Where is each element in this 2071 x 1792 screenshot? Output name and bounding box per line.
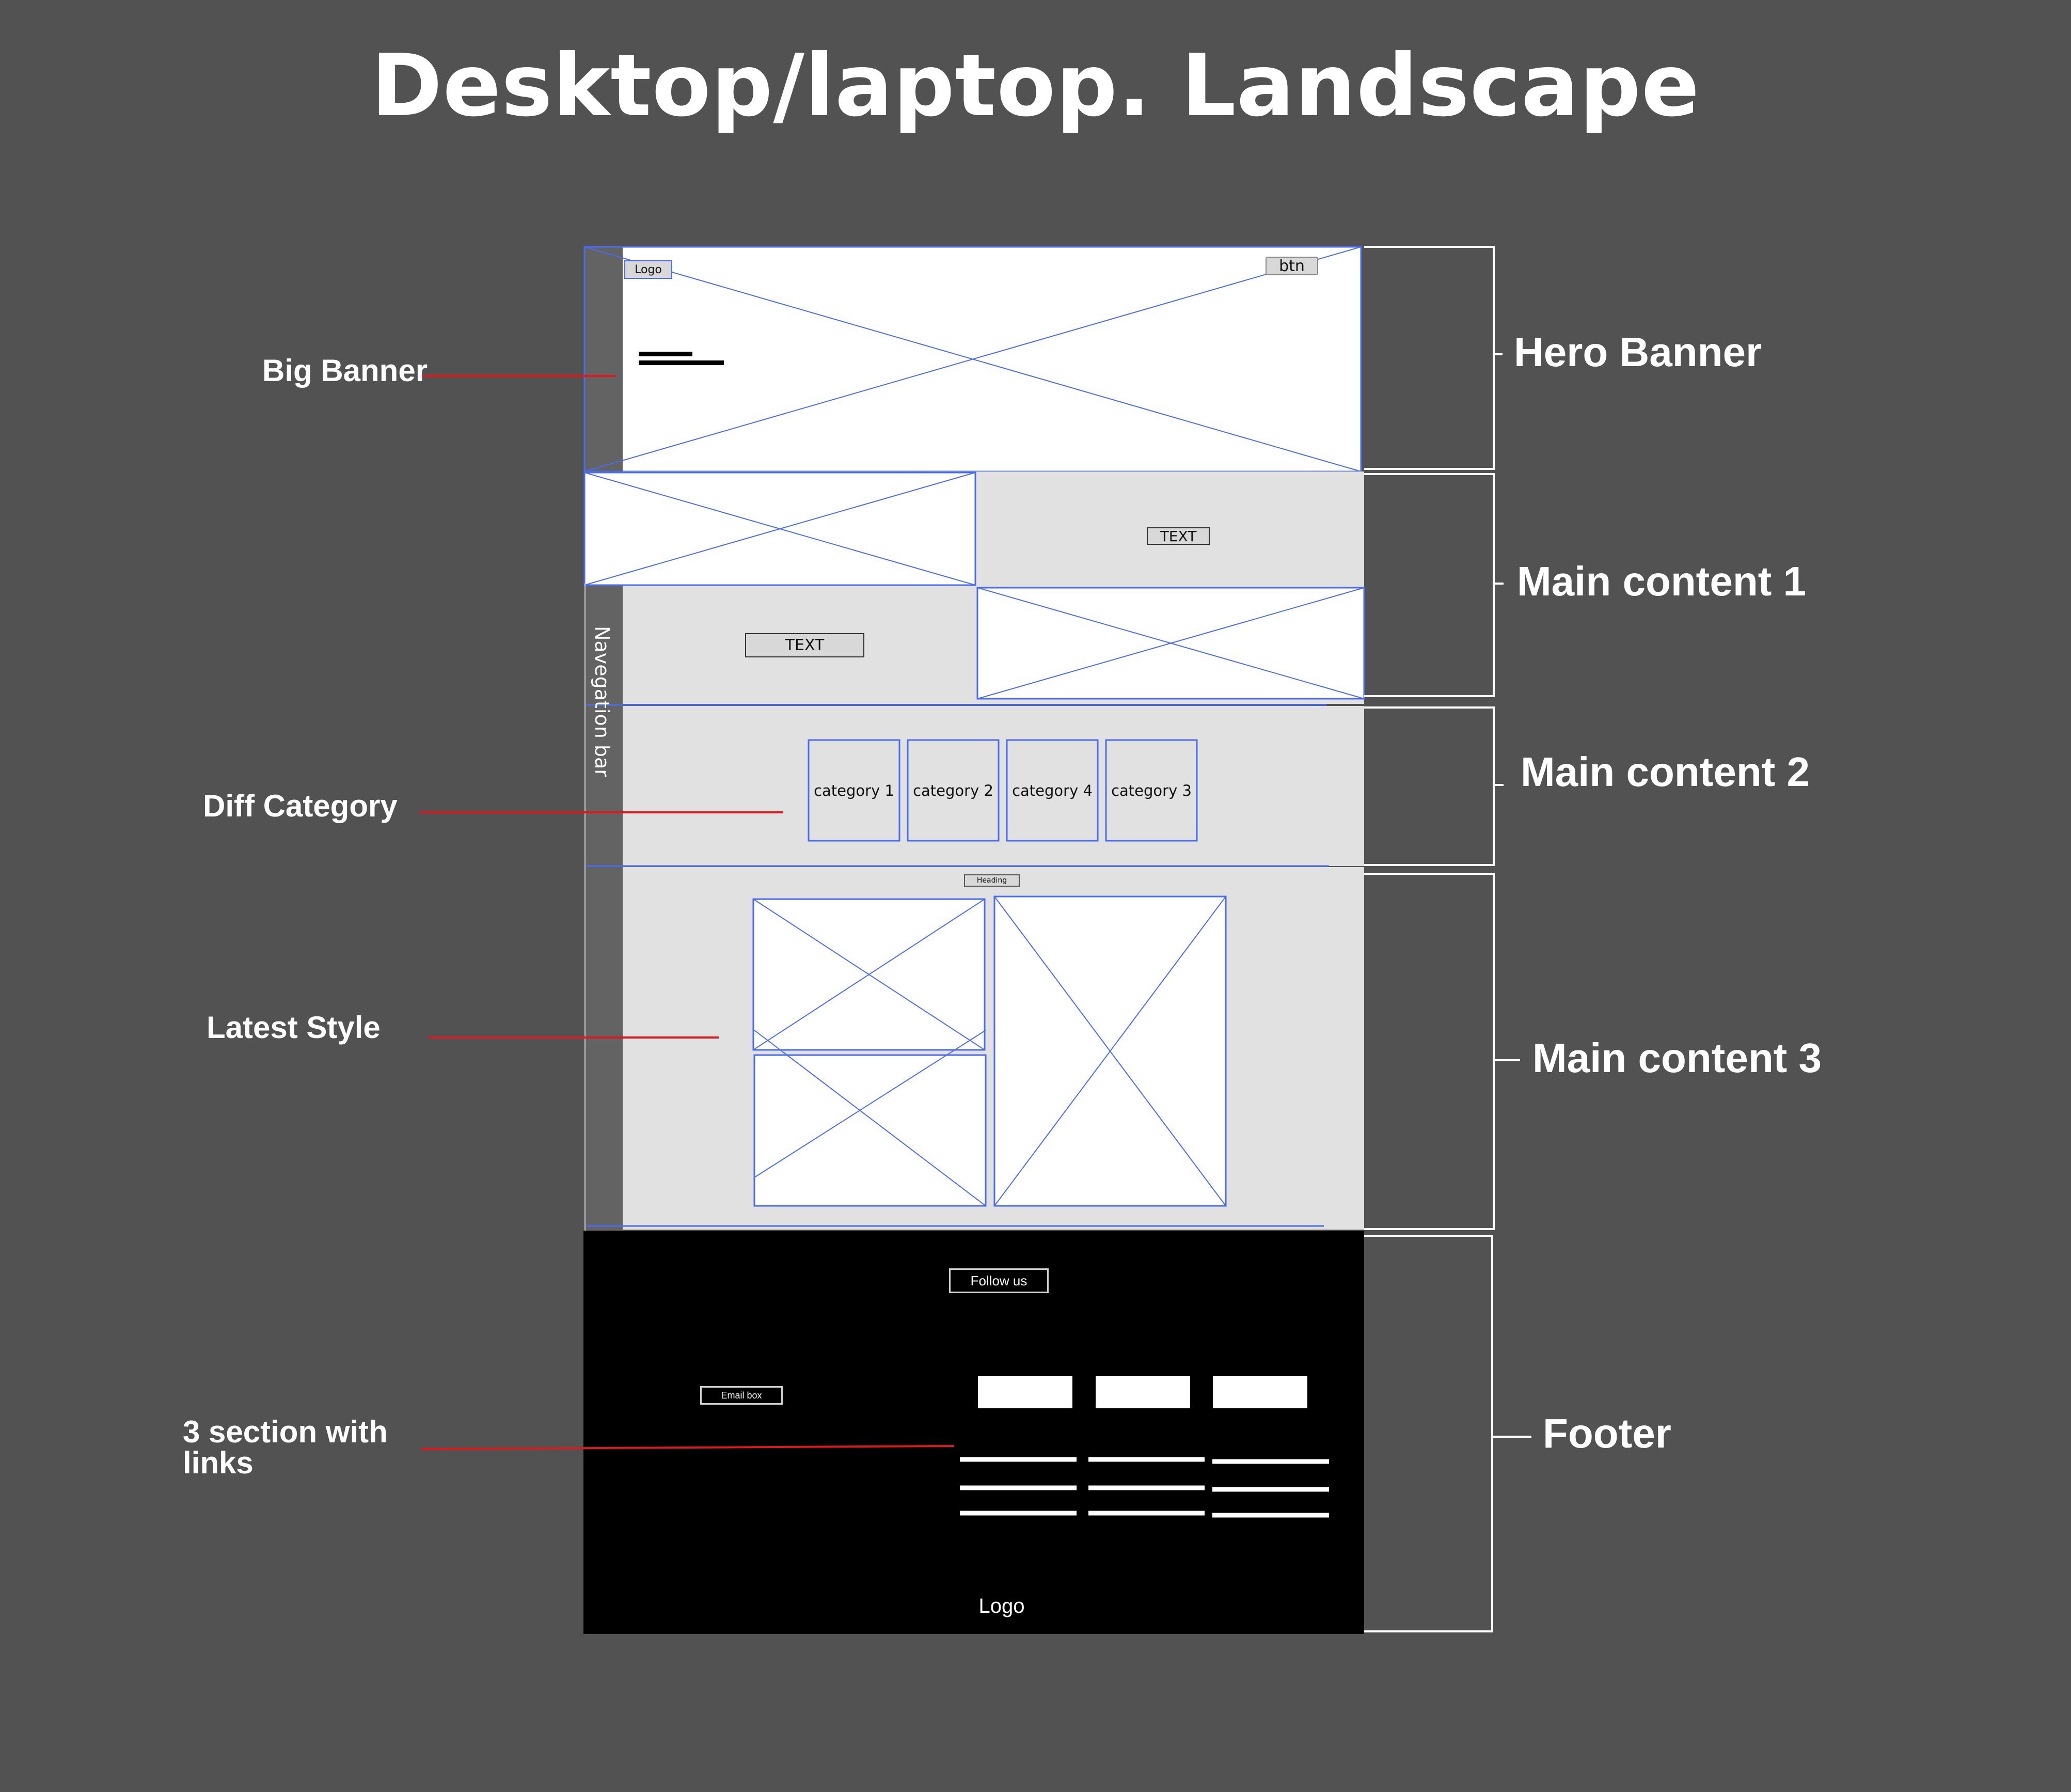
section-label-footer: Footer	[1543, 1410, 1671, 1456]
footer-follow-us[interactable]: Follow us	[949, 1268, 1049, 1293]
page-title: Desktop/laptop. Landscape	[371, 36, 1700, 136]
footer-email-box[interactable]: Email box	[700, 1386, 783, 1405]
annotation-latest-style: Latest Style	[207, 1010, 381, 1045]
latest-image-2-cross-2	[754, 1030, 986, 1178]
latest-image-1-cross-2	[753, 899, 985, 1050]
annotation-big-banner: Big Banner	[262, 353, 428, 388]
main3-background	[623, 867, 1364, 1230]
hero-text-line-1	[639, 352, 692, 356]
hero-banner	[583, 246, 1362, 473]
hero-text-line-2	[639, 360, 724, 365]
bracket-footer	[1364, 1235, 1493, 1632]
annotation-diff-category: Diff Category	[203, 789, 398, 823]
footer	[583, 1231, 1364, 1634]
annotation-line-links	[421, 1445, 955, 1450]
category-label-2[interactable]: category 2	[913, 781, 993, 799]
main-content-2	[587, 706, 1364, 867]
section-label-main-content-2: Main content 2	[1521, 749, 1810, 795]
footer-background	[583, 1231, 1364, 1634]
section-label-hero-banner: Hero Banner	[1514, 329, 1762, 375]
footer-logo: Logo	[978, 1594, 1025, 1617]
header-button[interactable]: btn	[1266, 257, 1318, 275]
main1-text-top: TEXT	[1147, 527, 1210, 545]
bracket-main-content-3	[1364, 873, 1495, 1230]
category-label-4[interactable]: category 3	[1111, 781, 1192, 799]
category-box-3	[1006, 739, 1099, 842]
nav-bar-strip	[584, 471, 623, 1231]
section-brackets	[1364, 246, 1531, 1632]
footer-link-header-3	[1213, 1376, 1307, 1408]
category-box-1	[808, 739, 900, 842]
main1-image-bottom-cross-2	[977, 587, 1365, 699]
footer-link-lines	[960, 1457, 1329, 1518]
section-label-main-content-3: Main content 3	[1532, 1035, 1822, 1081]
annotation-three-sections: 3 section with links	[183, 1414, 388, 1480]
main-content-1	[583, 471, 1365, 1231]
hero-cross-line-2	[584, 246, 1362, 472]
main2-background	[623, 706, 1364, 866]
category-label-1[interactable]: category 1	[814, 781, 894, 799]
latest-heading: Heading	[964, 874, 1020, 887]
main1-image-top-cross-2	[584, 472, 976, 586]
latest-image-3-cross-2	[994, 896, 1226, 1206]
annotation-lines	[420, 375, 955, 1450]
nav-bar-strip-top	[584, 247, 623, 471]
bracket-main-content-1	[1364, 473, 1495, 697]
header-logo[interactable]: Logo	[624, 260, 672, 279]
footer-link-header-1	[978, 1376, 1072, 1408]
category-label-3[interactable]: category 4	[1012, 781, 1093, 799]
navigation-bar-label: Navegation bar	[591, 626, 613, 777]
latest-image-2	[753, 1054, 987, 1207]
bracket-hero-banner	[1364, 246, 1495, 470]
footer-link-header-2	[1096, 1376, 1190, 1408]
category-box-2	[907, 739, 1000, 842]
category-box-4	[1105, 739, 1198, 842]
nav-strip-edge	[584, 584, 586, 1231]
section-label-main-content-1: Main content 1	[1517, 558, 1807, 604]
latest-image-2-cross-1	[754, 1030, 986, 1206]
bracket-main-content-2	[1364, 706, 1495, 866]
main1-text-bottom: TEXT	[745, 633, 864, 657]
main-content-3	[584, 584, 1364, 1231]
